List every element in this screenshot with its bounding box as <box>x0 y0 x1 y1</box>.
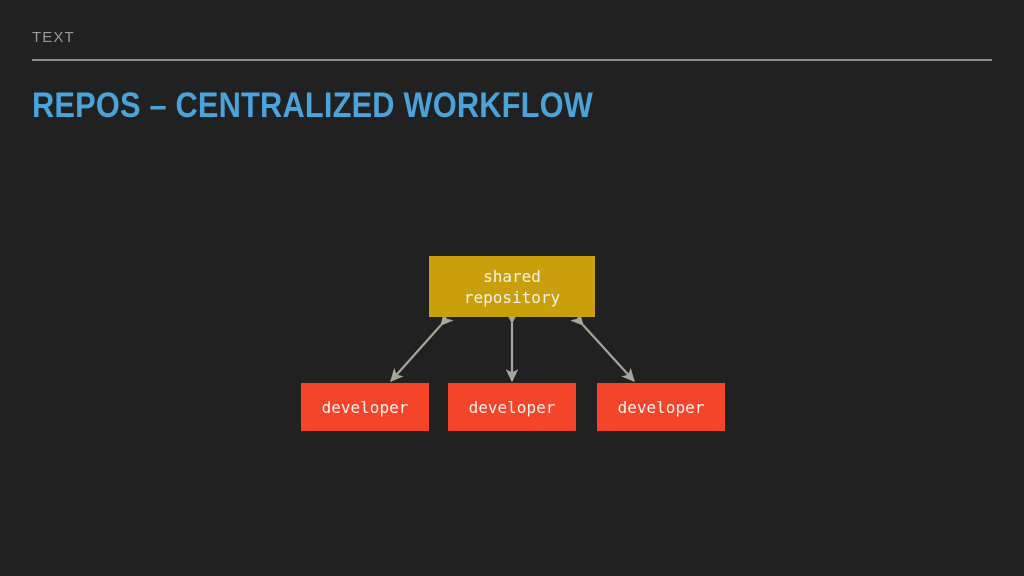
node-shared-repository-label-line-1: shared <box>483 266 541 286</box>
node-developer-1[interactable]: developer <box>301 383 429 431</box>
node-shared-repository[interactable]: shared repository <box>429 256 595 317</box>
node-developer-1-label: developer <box>321 397 409 417</box>
node-developer-2-label: developer <box>468 397 556 417</box>
eyebrow-label: TEXT <box>32 29 75 46</box>
node-developer-3[interactable]: developer <box>597 383 725 431</box>
header-divider <box>32 59 992 61</box>
node-developer-3-label: developer <box>617 397 705 417</box>
arrow-repo-developer-3 <box>570 311 635 382</box>
arrow-repo-developer-1 <box>390 311 454 382</box>
node-shared-repository-label-line-2: repository <box>463 287 561 307</box>
page-title: REPOS – CENTRALIZED WORKFLOW <box>32 86 594 125</box>
node-developer-2[interactable]: developer <box>448 383 576 431</box>
